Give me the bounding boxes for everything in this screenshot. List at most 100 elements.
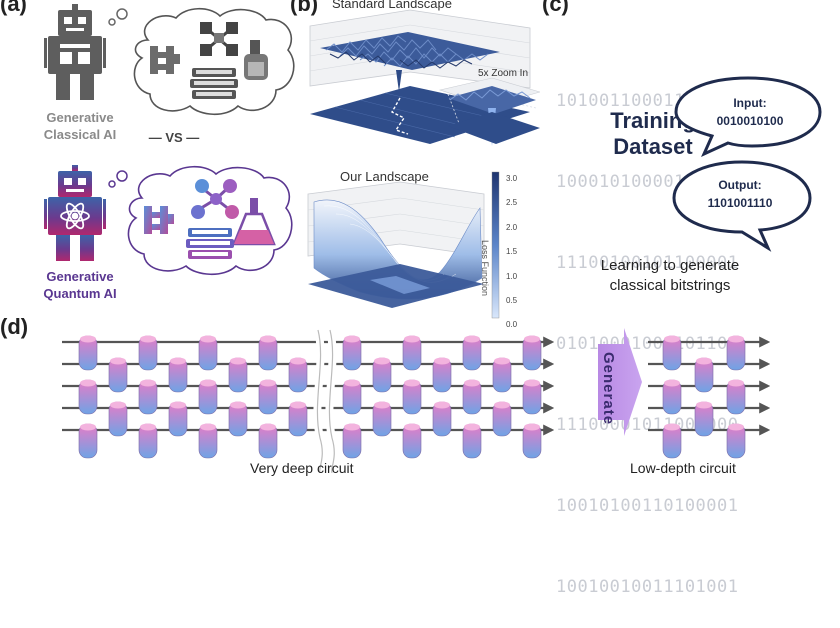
- pixel-molecule-icon: [150, 46, 180, 74]
- panel-c-label: (c): [542, 0, 569, 16]
- generate-label: Generate: [600, 352, 617, 426]
- circuit-diagram: [62, 328, 771, 473]
- two-qubit-gate: [402, 379, 422, 415]
- classical-thought-cloud: [133, 7, 295, 116]
- two-qubit-gate: [288, 357, 308, 393]
- two-qubit-gate: [342, 335, 362, 371]
- zoom-label: 5x Zoom In: [478, 68, 529, 79]
- two-qubit-gate: [402, 423, 422, 459]
- low-depth-circuit-caption: Low-depth circuit: [630, 460, 736, 476]
- classical-caption-line2: Classical AI: [43, 127, 117, 142]
- vs-divider: — VS —: [148, 130, 200, 145]
- training-dataset-line2: Dataset: [613, 134, 693, 159]
- quantum-caption-line2: Quantum AI: [43, 286, 117, 301]
- two-qubit-gate: [198, 423, 218, 459]
- classical-caption-line1: Generative: [46, 110, 114, 125]
- two-qubit-gate: [462, 335, 482, 371]
- colorbar-tick: 1.5: [506, 247, 518, 257]
- panel-a-label: (a): [0, 0, 27, 16]
- input-speech-bubble: [674, 76, 822, 158]
- two-qubit-gate: [694, 401, 714, 437]
- our-landscape-plot: [307, 181, 485, 308]
- two-qubit-gate: [492, 401, 512, 437]
- panel-b-label: (b): [290, 0, 319, 16]
- standard-landscape-title: Standard Landscape: [332, 0, 452, 11]
- two-qubit-gate: [138, 335, 158, 371]
- two-qubit-gate: [342, 379, 362, 415]
- thought-dots-icon: [108, 8, 128, 26]
- two-qubit-gate: [492, 357, 512, 393]
- two-qubit-gate: [228, 401, 248, 437]
- quantum-caption-line1: Generative: [46, 269, 114, 284]
- pixel-network-icon: [200, 22, 238, 56]
- two-qubit-gate: [108, 401, 128, 437]
- colorbar-tick: 0.5: [506, 296, 518, 306]
- two-qubit-gate: [198, 379, 218, 415]
- colorbar-ticks: 3.0 2.5 2.0 1.5 1.0 0.5 0.0: [506, 167, 517, 338]
- two-qubit-gate: [462, 379, 482, 415]
- two-qubit-gate: [228, 357, 248, 393]
- two-qubit-gate: [168, 357, 188, 393]
- two-qubit-gate: [138, 379, 158, 415]
- quantum-caption: Generative Quantum AI: [28, 268, 132, 302]
- output-label: Output:: [718, 178, 762, 192]
- input-value: 0010010100: [716, 114, 784, 128]
- two-qubit-gate: [432, 401, 452, 437]
- two-qubit-gate: [662, 423, 682, 459]
- two-qubit-gate: [522, 379, 542, 415]
- our-landscape-title: Our Landscape: [340, 169, 429, 184]
- input-bubble-text: Input: 0010010100: [696, 94, 804, 130]
- two-qubit-gate: [462, 423, 482, 459]
- two-qubit-gate: [522, 335, 542, 371]
- two-qubit-gate: [372, 357, 392, 393]
- two-qubit-gate: [342, 423, 362, 459]
- colorbar-tick: 2.5: [506, 198, 518, 208]
- panel-c-caption-line1: Learning to generate: [600, 257, 740, 274]
- two-qubit-gate: [168, 401, 188, 437]
- bitstring-row: 10010010011101001: [556, 577, 739, 597]
- pixel-books-icon: [190, 68, 238, 99]
- quantum-flask-icon: [232, 198, 276, 246]
- output-bubble-text: Output: 1101001110: [686, 176, 794, 212]
- two-qubit-gate: [694, 357, 714, 393]
- two-qubit-gate: [662, 335, 682, 371]
- two-qubit-gate: [372, 401, 392, 437]
- colorbar-tick: 2.0: [506, 222, 518, 232]
- two-qubit-gate: [198, 335, 218, 371]
- quantum-thought-cloud: [127, 165, 293, 276]
- deep-circuit-caption: Very deep circuit: [250, 460, 354, 476]
- colorbar-tick: 3.0: [506, 174, 518, 183]
- output-speech-bubble: [672, 160, 812, 252]
- classical-robot-icon: [44, 4, 106, 100]
- two-qubit-gate: [258, 423, 278, 459]
- two-qubit-gate: [108, 357, 128, 393]
- panel-c-caption-line2: classical bitstrings: [609, 277, 731, 294]
- quantum-robot-icon: [44, 165, 106, 261]
- output-value: 1101001110: [707, 196, 773, 210]
- quantum-molecule-icon: [144, 206, 174, 234]
- bitstring-row: 10010100110100001: [556, 496, 739, 516]
- two-qubit-gate: [662, 379, 682, 415]
- two-qubit-gate: [258, 379, 278, 415]
- colorbar-tick: 1.0: [506, 271, 518, 281]
- two-qubit-gate: [78, 379, 98, 415]
- two-qubit-gate: [288, 401, 308, 437]
- input-label: Input:: [733, 96, 767, 110]
- two-qubit-gate: [402, 335, 422, 371]
- two-qubit-gate: [78, 335, 98, 371]
- two-qubit-gate: [726, 379, 746, 415]
- atom-icon: [60, 202, 90, 230]
- classical-caption: Generative Classical AI: [30, 109, 130, 143]
- quantum-network-icon: [191, 179, 239, 219]
- two-qubit-gate: [726, 335, 746, 371]
- colorbar-tick: 0.0: [506, 320, 518, 330]
- panel-c-caption: Learning to generate classical bitstring…: [570, 256, 770, 296]
- two-qubit-gate: [78, 423, 98, 459]
- panel-d-label: (d): [0, 314, 29, 339]
- circuit-gates: [78, 335, 746, 459]
- two-qubit-gate: [522, 423, 542, 459]
- standard-landscape-plot: [309, 9, 540, 146]
- generate-arrow: [598, 328, 642, 436]
- thought-dots-icon: [108, 170, 128, 188]
- quantum-books-icon: [186, 228, 234, 259]
